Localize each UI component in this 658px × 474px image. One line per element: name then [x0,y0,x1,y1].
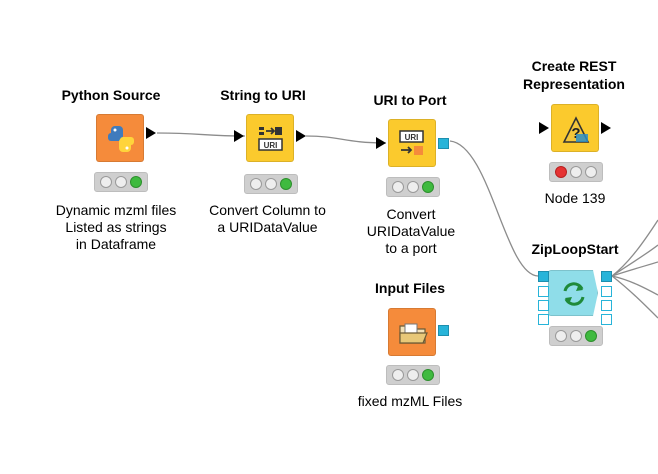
node-uri-to-port[interactable]: URI [388,119,436,167]
zip-loop-out-port-2[interactable] [601,286,612,297]
node-title-input-files[interactable]: Input Files [375,280,445,296]
node-python-source[interactable] [96,114,144,162]
connection-string-to-uri-port [305,135,387,144]
loop-arrows-icon [563,282,585,306]
connection-python-to-string [156,132,246,137]
status-light-3 [422,369,434,381]
uri-to-port-status [386,177,440,197]
string-to-uri-out-port[interactable] [296,130,306,142]
status-light-3 [130,176,142,188]
status-light-3 [280,178,292,190]
node-title-zip-loop-start[interactable]: ZipLoopStart [531,241,619,257]
node-string-to-uri[interactable]: URI [246,114,294,162]
status-light-2 [407,181,419,193]
status-light-1 [250,178,262,190]
zip-loop-in-port-1[interactable] [538,271,549,282]
status-light-1 [555,166,567,178]
connection-zip-out-1 [611,219,658,277]
connection-zip-out-5 [611,275,658,319]
node-desc-uri-to-port: Convert URIDataValue to a port [366,206,456,256]
status-light-2 [265,178,277,190]
status-light-1 [555,330,567,342]
status-light-1 [100,176,112,188]
node-create-rest[interactable]: ? [551,104,599,152]
status-light-2 [115,176,127,188]
rest-representation-icon: ? [562,116,590,143]
svg-text:URI: URI [264,141,278,150]
node-desc-input-files: fixed mzML Files [357,393,463,409]
node-desc-string-to-uri: Convert Column to a URIDataValue [209,202,326,235]
zip-loop-in-port-3[interactable] [538,300,549,311]
node-title-create-rest[interactable]: Create REST Representation [523,58,625,92]
status-light-2 [407,369,419,381]
status-light-3 [585,166,597,178]
create-rest-status [549,162,603,182]
status-light-3 [585,330,597,342]
connection-zip-out-3 [611,261,658,277]
zip-loop-in-port-2[interactable] [538,286,549,297]
node-title-uri-to-port[interactable]: URI to Port [373,92,447,108]
node-title-python-source[interactable]: Python Source [61,87,161,103]
input-files-out-port[interactable] [438,325,449,336]
status-light-1 [392,181,404,193]
input-files-status [386,365,440,385]
status-light-2 [570,330,582,342]
node-input-files[interactable] [388,308,436,356]
python-source-out-port[interactable] [146,127,156,139]
create-rest-in-port[interactable] [539,122,549,134]
zip-loop-out-port-3[interactable] [601,300,612,311]
connection-zip-out-4 [611,275,658,296]
zip-loop-out-port-1[interactable] [601,271,612,282]
string-to-uri-icon: URI [258,127,283,151]
python-logo-icon [108,126,134,152]
node-desc-create-rest: Node 139 [544,190,606,206]
node-zip-loop-start[interactable] [548,270,598,316]
svg-text:?: ? [571,125,580,142]
zip-loop-in-port-4[interactable] [538,314,549,325]
status-light-3 [422,181,434,193]
zip-loop-out-port-4[interactable] [601,314,612,325]
svg-text:URI: URI [405,133,419,142]
string-to-uri-in-port[interactable] [234,130,244,142]
node-title-string-to-uri[interactable]: String to URI [220,87,306,103]
create-rest-out-port[interactable] [601,122,611,134]
zip-loop-start-status [549,326,603,346]
uri-to-port-out-port[interactable] [438,138,449,149]
uri-to-port-in-port[interactable] [376,137,386,149]
node-desc-python-source: Dynamic mzml files Listed as strings in … [55,202,177,252]
folder-icon [399,323,428,344]
string-to-uri-status [244,174,298,194]
status-light-1 [392,369,404,381]
connection-uri-port-to-zip [449,140,539,277]
connection-zip-out-2 [611,244,658,277]
status-light-2 [570,166,582,178]
python-source-status [94,172,148,192]
uri-to-port-icon: URI [399,130,424,155]
